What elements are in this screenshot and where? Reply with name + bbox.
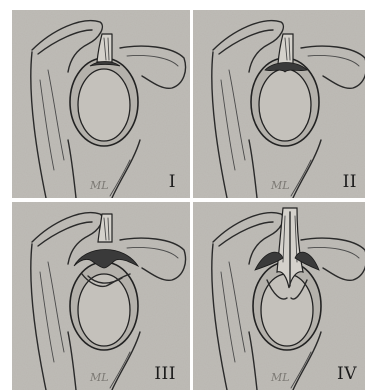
artist-signature: ML bbox=[271, 179, 290, 192]
shoulder-illustration-type-3 bbox=[12, 202, 190, 390]
panel-label: III bbox=[154, 364, 176, 384]
artist-signature: ML bbox=[90, 371, 109, 384]
artist-signature: ML bbox=[271, 371, 290, 384]
shoulder-illustration-type-4 bbox=[193, 202, 365, 390]
panel-label: I bbox=[169, 172, 176, 192]
panel-label: II bbox=[343, 172, 357, 192]
shoulder-illustration-type-1 bbox=[12, 10, 190, 198]
artist-signature: ML bbox=[90, 179, 109, 192]
panel-label: IV bbox=[337, 364, 357, 384]
panel-type-2: ML II bbox=[193, 10, 365, 198]
panel-type-1: ML I bbox=[12, 10, 190, 198]
panel-type-3: ML III bbox=[12, 202, 190, 390]
shoulder-illustration-type-2 bbox=[193, 10, 365, 198]
panel-type-4: ML IV bbox=[193, 202, 365, 390]
